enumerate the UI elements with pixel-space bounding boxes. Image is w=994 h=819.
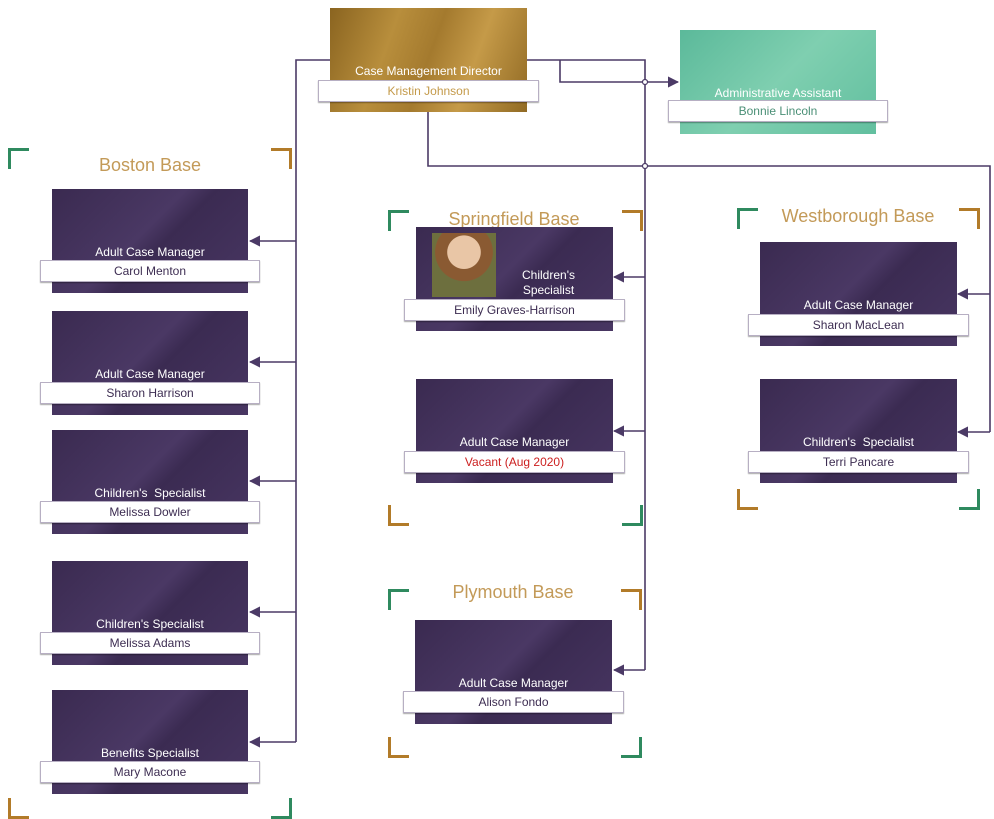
staff-name: Alison Fondo [403,691,624,713]
boston-base-title: Boston Base [98,155,202,175]
staff-title: Benefits Specialist [100,746,200,760]
plymouth-frame-corner [388,589,409,610]
staff-title: Adult Case Manager [459,435,570,449]
springfield-frame-corner [388,505,409,526]
boston-staff-card: Benefits Specialist Mary Macone [40,690,260,794]
plymouth-frame-corner [388,737,409,758]
springfield-frame-corner [388,210,409,231]
director-card: Case Management Director Kristin Johnson [318,8,539,112]
boston-frame-corner [8,798,29,819]
springfield-frame-corner [622,505,643,526]
boston-staff-card: Adult Case Manager Carol Menton [40,189,260,293]
staff-title-line1: Children's [522,268,575,282]
boston-frame-corner [271,148,292,169]
staff-title: Children's Specialist [802,435,914,449]
boston-frame-corner [271,798,292,819]
boston-staff-card: Children's Specialist Melissa Adams [40,561,260,665]
director-title: Case Management Director [355,64,502,78]
staff-name: Sharon Harrison [40,382,260,404]
assistant-name: Bonnie Lincoln [668,100,888,122]
springfield-frame-corner [622,210,643,231]
springfield-base-title: Springfield Base [448,209,580,229]
staff-name: Mary Macone [40,761,260,783]
staff-title: Adult Case Manager [458,676,569,690]
staff-title-line2: Specialist [522,283,575,297]
staff-title: Adult Case Manager [803,298,914,312]
staff-title: Adult Case Manager [95,245,205,259]
westborough-frame-corner [737,208,758,229]
staff-title: Children's Specialist [96,617,204,631]
staff-name: Melissa Dowler [40,501,260,523]
plymouth-frame-corner [621,737,642,758]
boston-frame-corner [8,148,29,169]
staff-title: Children's Specialist [94,486,206,500]
westborough-frame-corner [737,489,758,510]
springfield-staff-card: Children's Specialist Emily Graves-Harri… [404,227,625,331]
boston-staff-card: Children's Specialist Melissa Dowler [40,430,260,534]
staff-name: Emily Graves-Harrison [404,299,625,321]
staff-title: Adult Case Manager [95,367,205,381]
staff-photo [432,233,496,297]
assistant-card: Administrative Assistant Bonnie Lincoln [668,30,888,134]
boston-staff-card: Adult Case Manager Sharon Harrison [40,311,260,415]
springfield-staff-card: Adult Case Manager Vacant (Aug 2020) [404,379,625,483]
plymouth-staff-card: Adult Case Manager Alison Fondo [403,620,624,724]
westborough-frame-corner [959,489,980,510]
plymouth-base-title: Plymouth Base [452,582,574,602]
westborough-staff-card: Children's Specialist Terri Pancare [748,379,969,483]
staff-name: Carol Menton [40,260,260,282]
assistant-title: Administrative Assistant [714,86,842,100]
director-name: Kristin Johnson [318,80,539,102]
staff-name: Terri Pancare [748,451,969,473]
plymouth-frame-corner [621,589,642,610]
staff-name: Sharon MacLean [748,314,969,336]
westborough-base-title: Westborough Base [781,206,935,226]
westborough-staff-card: Adult Case Manager Sharon MacLean [748,242,969,346]
staff-name: Melissa Adams [40,632,260,654]
staff-name: Vacant (Aug 2020) [404,451,625,473]
westborough-frame-corner [959,208,980,229]
